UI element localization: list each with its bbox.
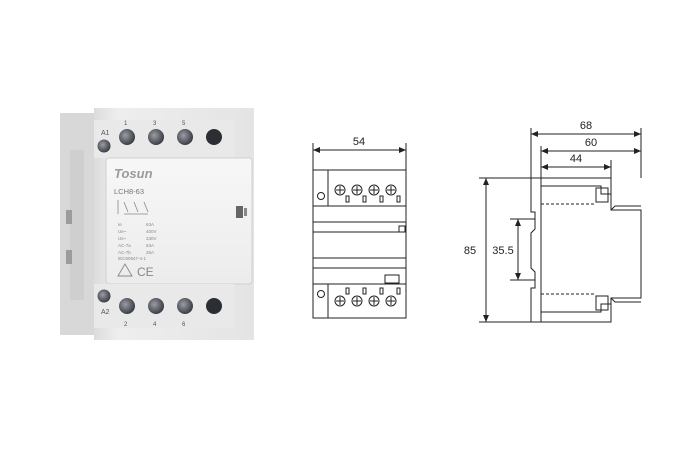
dim-label-depth-front: 44 [570,153,582,165]
terminal-label-a2: A2 [101,309,110,316]
indicator-window-icon [236,206,243,218]
dim-label-width: 54 [353,136,365,148]
contact-symbol [117,200,149,215]
model-name: LCH8-63 [114,187,144,196]
dim-label-depth-total: 68 [580,120,592,132]
terminal-label-1: 1 [124,121,128,127]
screw-3 [148,129,164,145]
svg-text:25A: 25A [146,250,154,255]
din-clip [66,210,72,224]
screw-5 [177,129,193,145]
screw-a1 [97,139,111,153]
screw-1 [119,129,135,145]
svg-text:230V: 230V [146,236,157,241]
terminal-label-a1: A1 [101,130,110,137]
svg-text:63A: 63A [146,243,154,248]
side-rib [70,150,84,300]
svg-text:IEC60947-4-1: IEC60947-4-1 [118,256,147,261]
terminal-label-5: 5 [182,121,186,127]
terminal-label-6: 6 [182,322,186,328]
dim-label-depth-mid: 60 [585,137,597,149]
screw-blank-bottom [206,298,222,314]
brand-logo: Tosun [114,166,153,181]
svg-text:400V: 400V [146,229,157,234]
din-clip-lower [66,250,72,264]
dim-label-rail: 35.5 [492,245,513,257]
side-view-drawing [479,128,642,323]
terminal-label-3: 3 [153,121,157,127]
svg-text:Ue~: Ue~ [118,229,127,234]
screw-a2 [97,289,111,303]
svg-text:63A: 63A [146,222,154,227]
dim-label-height: 85 [464,245,476,257]
svg-text:Us~: Us~ [118,236,126,241]
svg-text:AC-7b: AC-7b [118,250,131,255]
front-view-drawing [312,143,407,319]
screw-6 [177,298,193,314]
screw-2 [119,298,135,314]
svg-text:Ie: Ie [118,222,122,227]
screw-4 [148,298,164,314]
terminal-label-4: 4 [153,322,157,328]
contactor-photo: A1 1 3 5 Tosun LCH8-63 Ie 63A Ue~ 400V Us~… [60,108,254,340]
cert-triangle-icon [117,263,133,277]
svg-text:AC-7a: AC-7a [118,243,131,248]
screw-blank-top [206,129,222,145]
terminal-label-2: 2 [124,322,128,328]
indicator-tab [244,208,247,216]
ce-mark: CE [137,265,154,279]
